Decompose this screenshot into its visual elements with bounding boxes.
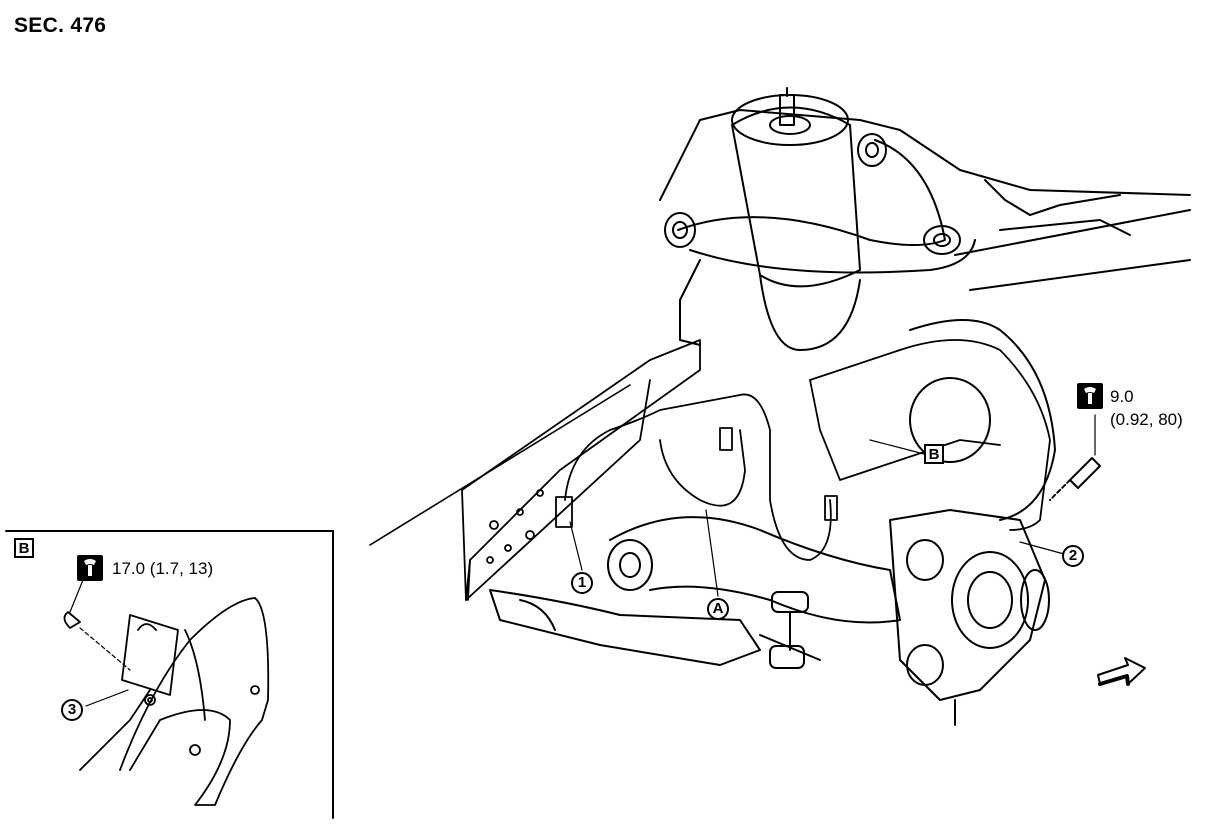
inset-frame — [5, 530, 334, 819]
upper-control-arm — [664, 133, 976, 274]
knuckle-hub — [889, 319, 1056, 726]
inset-bracket — [63, 574, 270, 806]
bolt-2 — [1049, 414, 1101, 501]
front-direction-arrow-icon — [1097, 657, 1146, 686]
torque-wrench-icon — [1077, 383, 1103, 409]
torque-main-value: 9.0 — [1110, 387, 1134, 406]
leader-lines — [569, 439, 1065, 597]
torque-wrench-icon — [77, 555, 103, 581]
lower-control-arm — [489, 516, 901, 666]
inset-label-b: B — [14, 538, 34, 558]
sensor-harness — [555, 339, 1051, 561]
callout-3: 3 — [61, 699, 83, 721]
stabilizer-link — [759, 591, 821, 669]
body-panel — [461, 339, 701, 601]
torque-main-units: (0.92, 80) — [1110, 410, 1183, 429]
callout-1: 1 — [571, 572, 593, 594]
callout-2: 2 — [1062, 545, 1084, 567]
strut — [731, 87, 861, 351]
section-number: SEC. 476 — [14, 14, 107, 37]
upper-mount — [659, 109, 1191, 346]
torque-inset-value: 17.0 (1.7, 13) — [112, 559, 214, 578]
callout-b-main: B — [924, 444, 944, 464]
callout-a: A — [707, 598, 729, 620]
